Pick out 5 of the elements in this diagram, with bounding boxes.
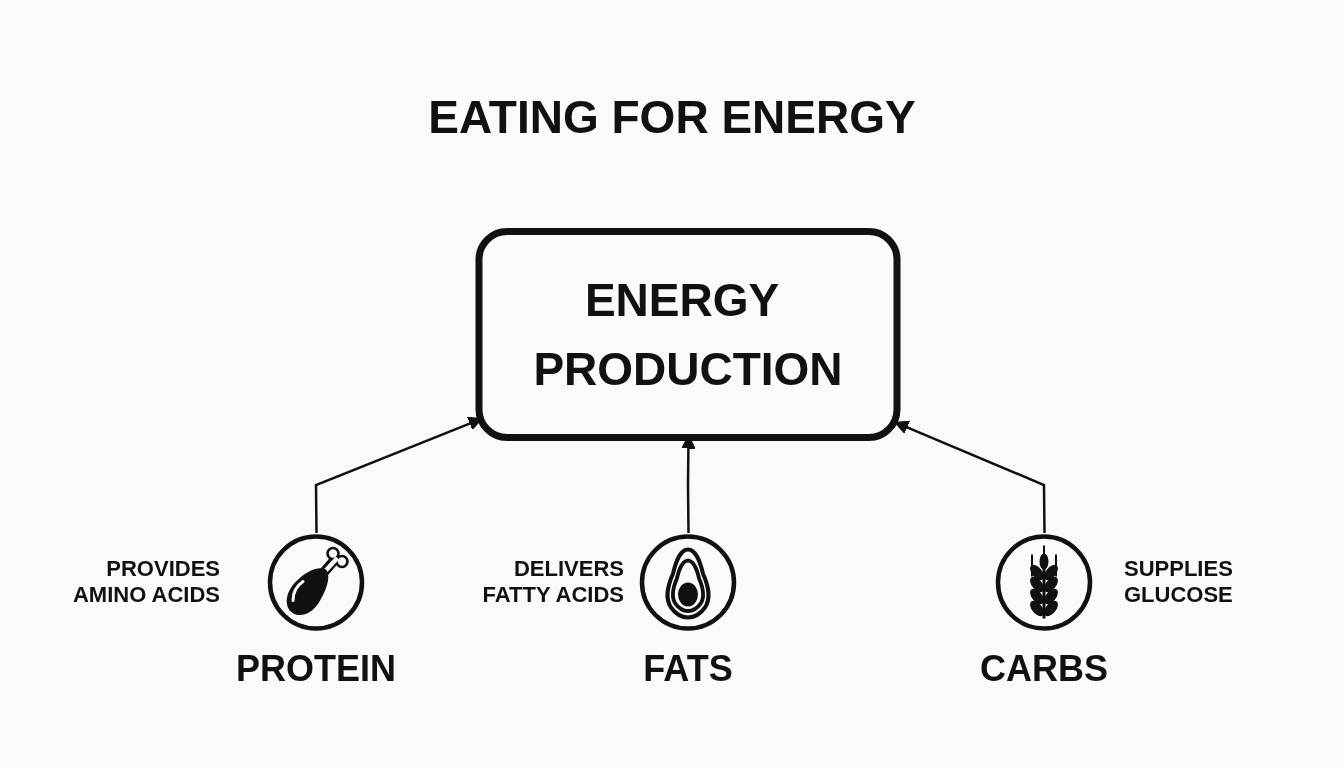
description-text: SUPPLIES GLUCOSE (1124, 556, 1234, 609)
description-text: DELIVERS FATTY ACIDS (481, 556, 624, 609)
description-text: PROVIDES AMINO ACIDS (71, 556, 220, 609)
node-box: ENERGY PRODUCTION (475, 228, 901, 441)
diagram-title: EATING FOR ENERGY (428, 92, 916, 143)
